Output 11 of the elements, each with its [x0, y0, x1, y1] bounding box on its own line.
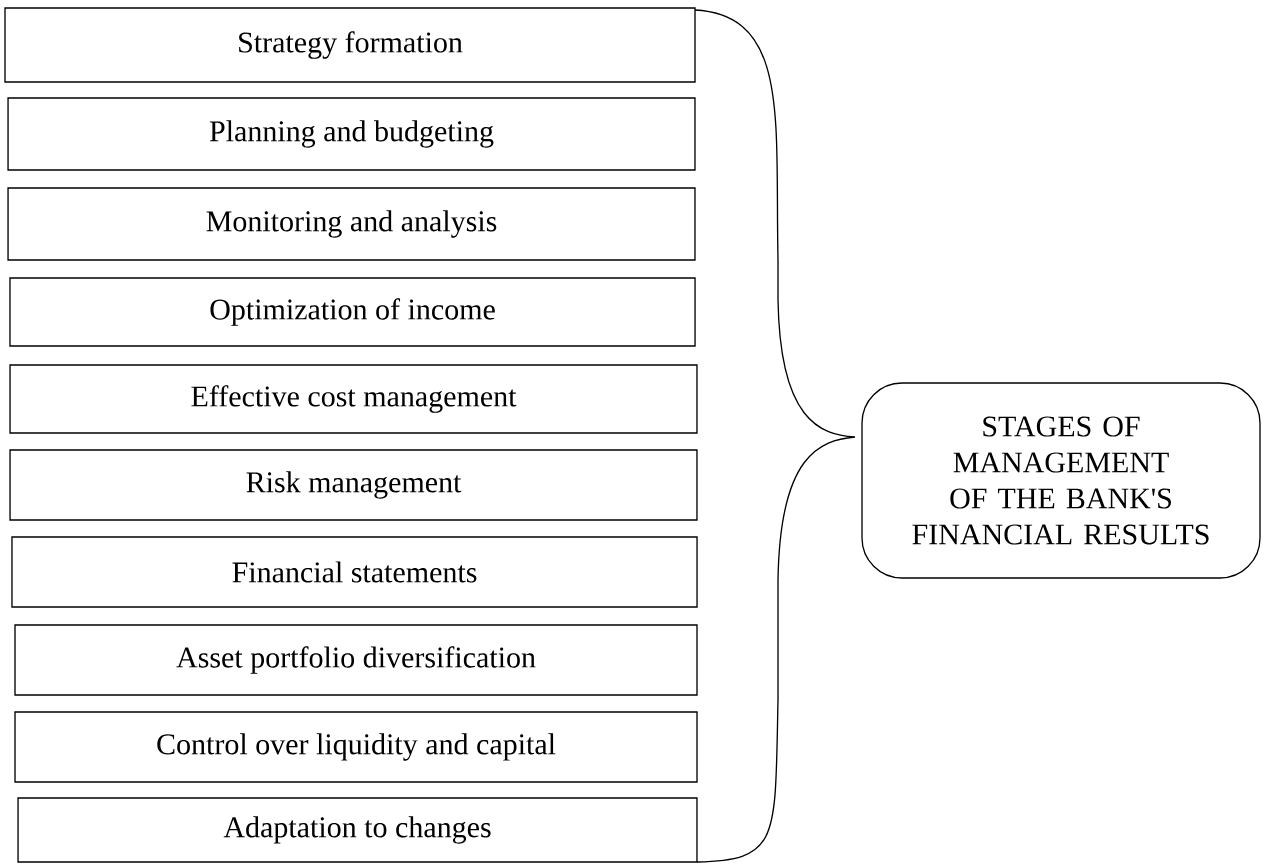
stage-box: Control over liquidity and capital: [14, 711, 698, 783]
stage-box: Effective cost management: [9, 364, 698, 434]
stage-box: Financial statements: [11, 536, 698, 608]
rounded-box: STAGES OF MANAGEMENT OF THE BANK'S FINANCIAL RESULTS: [861, 382, 1261, 579]
stage-box: Optimization of income: [9, 277, 696, 347]
stage-box: Monitoring and analysis: [7, 187, 696, 261]
stage-box: Risk management: [9, 449, 698, 521]
stage-box: Adaptation to changes: [17, 797, 698, 863]
stage-box: Asset portfolio diversification: [14, 624, 698, 696]
stage-box: Planning and budgeting: [7, 97, 696, 171]
stage-box: Strategy formation: [4, 7, 696, 83]
